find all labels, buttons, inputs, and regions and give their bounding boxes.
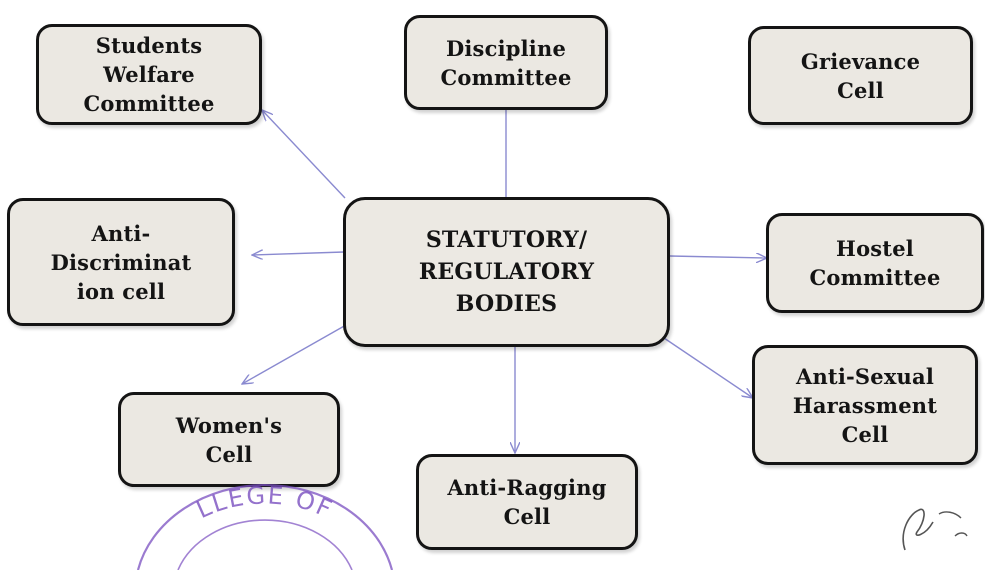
grievance-cell-box: Grievance Cell xyxy=(748,26,973,125)
womens-cell-label: Women's Cell xyxy=(175,412,283,467)
college-seal-stamp: LLEGE OF xyxy=(136,481,394,570)
statutory-regulatory-bodies-label: STATUTORY/ REGULATORY BODIES xyxy=(418,227,595,317)
grievance-cell-label: Grievance Cell xyxy=(800,48,921,103)
hostel-committee-box: Hostel Committee xyxy=(766,213,984,313)
hostel-committee-label: Hostel Committee xyxy=(809,236,941,290)
anti-sexual-harassment-cell-label: Anti-Sexual Harassment Cell xyxy=(792,363,938,447)
anti-sexual-harassment-cell-box: Anti-Sexual Harassment Cell xyxy=(752,345,978,465)
students-welfare-committee-label: Students Welfare Committee xyxy=(83,33,215,116)
connector-arrows xyxy=(0,0,985,552)
womens-cell-box: Women's Cell xyxy=(118,392,340,487)
discipline-committee-label: Discipline Committee xyxy=(440,35,572,90)
anti-ragging-cell-label: Anti-Ragging Cell xyxy=(447,475,607,529)
anti-discrimination-cell-box: Anti- Discriminat ion cell xyxy=(7,198,235,326)
arrow-to-womens xyxy=(242,324,347,384)
arrow-to-anti-discrimination xyxy=(252,252,345,255)
signature-mark xyxy=(902,508,968,551)
arrow-to-students-welfare xyxy=(262,110,346,199)
seal-text: LLEGE OF xyxy=(192,481,335,524)
arrow-to-anti-sexual-harassment xyxy=(663,337,753,398)
svg-text:LLEGE OF: LLEGE OF xyxy=(192,481,337,524)
anti-ragging-cell-box: Anti-Ragging Cell xyxy=(416,454,638,550)
discipline-committee-box: Discipline Committee xyxy=(404,15,608,110)
students-welfare-committee-box: Students Welfare Committee xyxy=(36,24,262,125)
anti-discrimination-cell-label: Anti- Discriminat ion cell xyxy=(50,220,192,304)
arrow-to-hostel xyxy=(669,256,767,258)
statutory-regulatory-bodies-box: STATUTORY/ REGULATORY BODIES xyxy=(343,197,670,347)
